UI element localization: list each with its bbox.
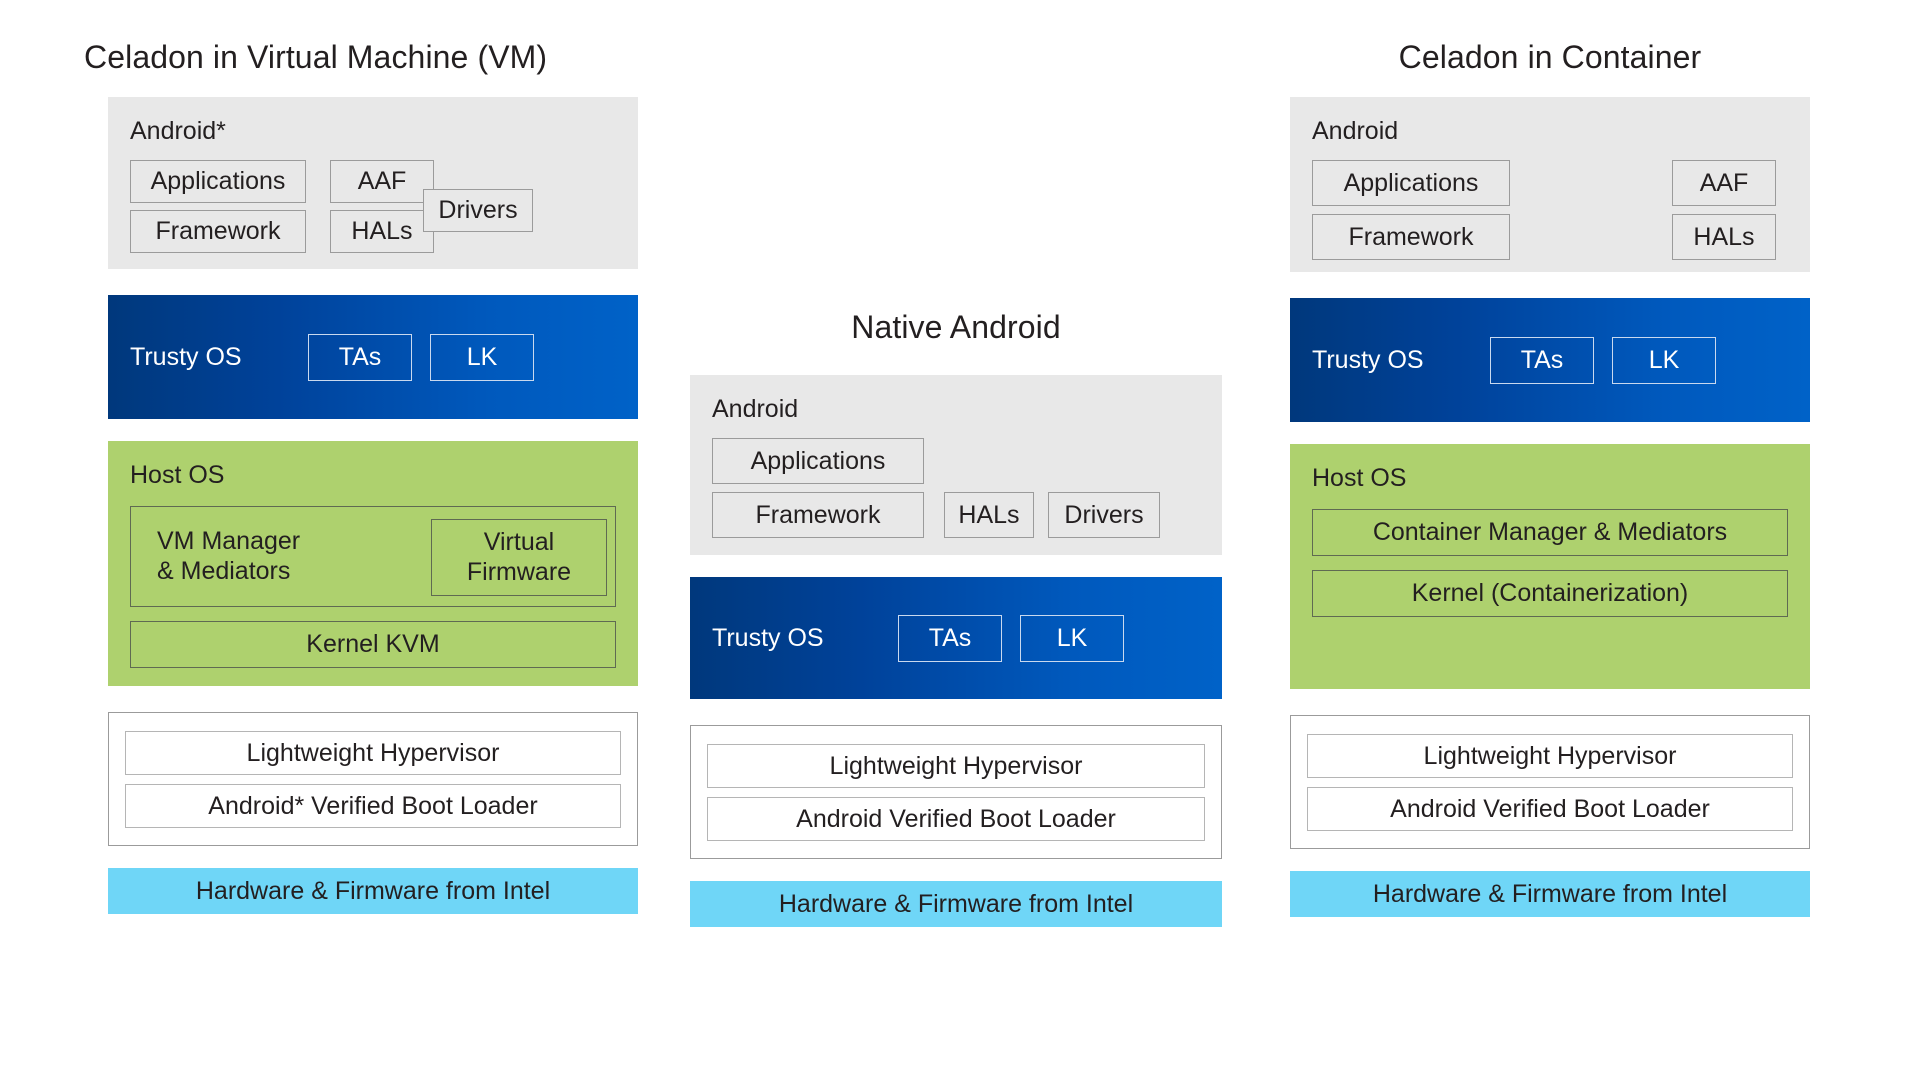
native-android-label: Android [712, 395, 799, 424]
vm-gap-3 [108, 686, 638, 712]
column-native-android: Native Android Android Applications Fram… [690, 40, 1222, 928]
native-chip-applications[interactable]: Applications [712, 438, 924, 485]
vm-android-label: Android* [130, 117, 226, 146]
container-hardware-firmware-bar: Hardware & Firmware from Intel [1290, 871, 1810, 918]
vm-chip-lk[interactable]: LK [430, 333, 534, 381]
container-android-block: Android Applications Framework AAF HALs [1290, 97, 1810, 273]
container-chip-hals[interactable]: HALs [1672, 214, 1776, 261]
container-chip-container-manager-mediators[interactable]: Container Manager & Mediators [1312, 509, 1788, 557]
native-android-left-col: Applications Framework [712, 438, 924, 539]
native-android-block: Android Applications Framework HALs Driv… [690, 375, 1222, 556]
vm-host-inner-group: VM Manager & Mediators Virtual Firmware [130, 506, 616, 608]
vm-chip-kernel-kvm[interactable]: Kernel KVM [130, 621, 616, 669]
native-chip-lk[interactable]: LK [1020, 614, 1124, 662]
vm-gap-4 [108, 846, 638, 868]
native-chip-tas[interactable]: TAs [898, 614, 1002, 662]
native-chip-drivers[interactable]: Drivers [1048, 492, 1160, 539]
container-chip-aaf[interactable]: AAF [1672, 160, 1776, 207]
container-host-os-label: Host OS [1312, 464, 1407, 493]
container-chip-lk[interactable]: LK [1612, 336, 1716, 384]
native-chip-verified-boot-loader[interactable]: Android Verified Boot Loader [707, 797, 1205, 842]
vm-hardware-firmware-bar: Hardware & Firmware from Intel [108, 868, 638, 915]
container-android-right-col: AAF HALs [1672, 160, 1776, 261]
native-gap-2 [690, 699, 1222, 725]
vm-chip-framework[interactable]: Framework [130, 210, 306, 254]
native-trusty-block: Trusty OS TAs LK [690, 577, 1222, 700]
container-trusty-label: Trusty OS [1312, 345, 1424, 374]
native-android-chip-row: Applications Framework HALs Drivers [712, 438, 1200, 539]
column-celadon-vm: Celadon in Virtual Machine (VM) Android*… [84, 39, 638, 915]
vm-chip-vm-manager-line1: VM Manager [157, 527, 301, 556]
vm-host-os-block: Host OS VM Manager & Mediators Virtual F… [108, 441, 638, 687]
vm-chip-tas[interactable]: TAs [308, 333, 412, 381]
column-title-celadon-vm: Celadon in Virtual Machine (VM) [84, 39, 548, 75]
native-chip-framework[interactable]: Framework [712, 492, 924, 539]
native-gap-1 [690, 555, 1222, 577]
container-chip-lightweight-hypervisor[interactable]: Lightweight Hypervisor [1307, 734, 1793, 779]
native-trusty-label: Trusty OS [712, 623, 824, 652]
container-gap-2 [1290, 422, 1810, 444]
native-gap-3 [690, 859, 1222, 881]
vm-gap-1 [108, 269, 638, 295]
vm-android-block: Android* Applications Framework AAF HALs… [108, 97, 638, 270]
container-chip-kernel-containerization[interactable]: Kernel (Containerization) [1312, 570, 1788, 618]
vm-gap-2 [108, 419, 638, 441]
vm-chip-hals[interactable]: HALs [330, 210, 434, 254]
vm-boot-block: Lightweight Hypervisor Android* Verified… [108, 712, 638, 847]
container-android-label: Android [1312, 117, 1399, 146]
container-android-left-col: Applications Framework [1312, 160, 1510, 261]
container-boot-block: Lightweight Hypervisor Android Verified … [1290, 715, 1810, 850]
native-boot-block: Lightweight Hypervisor Android Verified … [690, 725, 1222, 860]
vm-trusty-label: Trusty OS [130, 342, 242, 371]
vm-chip-applications[interactable]: Applications [130, 160, 306, 204]
vm-host-os-label: Host OS [130, 461, 225, 490]
vm-chip-vm-manager-line2: & Mediators [157, 556, 291, 585]
vm-chip-vm-manager-mediators[interactable]: VM Manager & Mediators [131, 507, 615, 606]
container-host-os-block: Host OS Container Manager & Mediators Ke… [1290, 444, 1810, 690]
vm-chip-aaf[interactable]: AAF [330, 160, 434, 204]
native-hardware-firmware-bar: Hardware & Firmware from Intel [690, 881, 1222, 928]
column-celadon-container: Celadon in Container Android Application… [1290, 39, 1810, 918]
native-chip-hals[interactable]: HALs [944, 492, 1034, 539]
vm-chip-virtual-firmware-line2: Firmware [466, 557, 572, 586]
container-gap-3 [1290, 689, 1810, 715]
container-chip-verified-boot-loader[interactable]: Android Verified Boot Loader [1307, 787, 1793, 832]
vm-trusty-block: Trusty OS TAs LK [108, 295, 638, 420]
column-title-celadon-container: Celadon in Container [1398, 39, 1702, 75]
container-gap-4 [1290, 849, 1810, 871]
vm-chip-virtual-firmware-line1: Virtual [483, 528, 555, 557]
container-trusty-block: Trusty OS TAs LK [1290, 298, 1810, 423]
vm-chip-lightweight-hypervisor[interactable]: Lightweight Hypervisor [125, 731, 621, 776]
vm-chip-drivers[interactable]: Drivers [423, 189, 533, 233]
vm-android-mid-col: AAF HALs [330, 160, 434, 254]
container-gap-1 [1290, 272, 1810, 298]
native-chip-lightweight-hypervisor[interactable]: Lightweight Hypervisor [707, 744, 1205, 789]
native-android-right-col: HALs Drivers [944, 492, 1160, 539]
vm-android-left-col: Applications Framework [130, 160, 306, 254]
container-android-chip-row: Applications Framework AAF HALs [1312, 160, 1788, 261]
column-title-native-android: Native Android [851, 309, 1061, 345]
vm-chip-verified-boot-loader[interactable]: Android* Verified Boot Loader [125, 784, 621, 829]
vm-android-chip-row: Applications Framework AAF HALs [130, 160, 616, 254]
container-chip-tas[interactable]: TAs [1490, 336, 1594, 384]
vm-chip-virtual-firmware[interactable]: Virtual Firmware [431, 519, 607, 597]
container-chip-framework[interactable]: Framework [1312, 214, 1510, 261]
container-chip-applications[interactable]: Applications [1312, 160, 1510, 207]
